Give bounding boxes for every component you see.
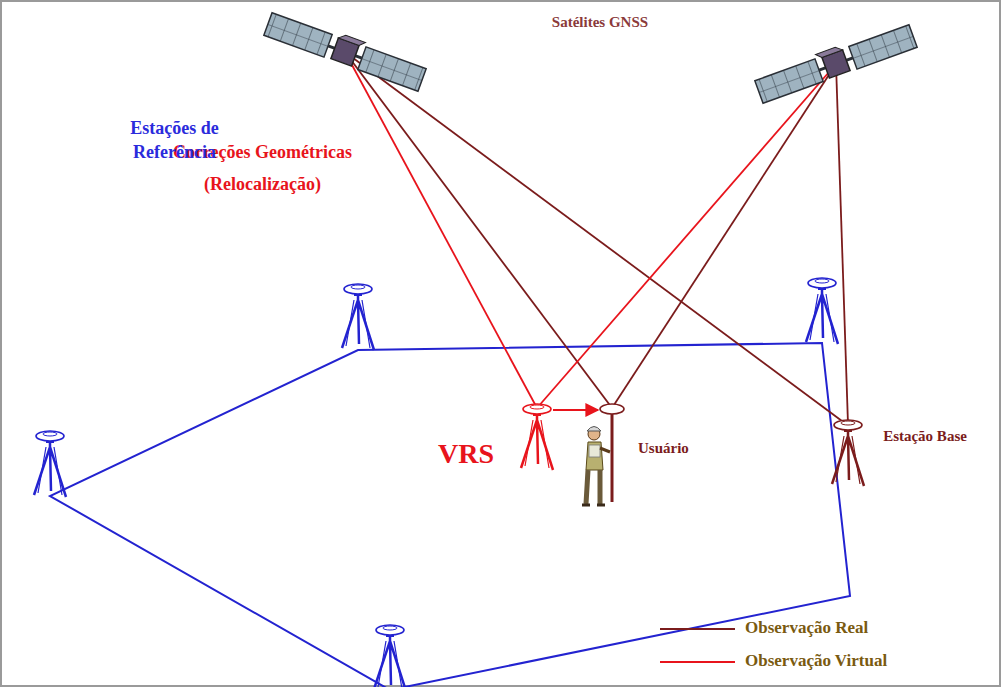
base-station <box>832 420 864 486</box>
legend-line-sample <box>660 628 735 630</box>
legend-entry: Observação Real <box>745 618 868 638</box>
reference-stations-label: Estações de Referência <box>112 116 237 164</box>
real-observation <box>612 64 836 408</box>
reference-station <box>342 284 374 350</box>
virtual-observation <box>345 52 537 408</box>
legend-text: Observação Real <box>745 618 868 637</box>
base-station-label: Estação Base <box>880 426 970 446</box>
real-observation <box>836 64 848 424</box>
user-label: Usuário <box>638 438 728 458</box>
vrs-label: VRS <box>438 438 518 470</box>
reference-station <box>34 431 66 497</box>
real-observation <box>345 52 846 424</box>
legend-line-sample <box>660 661 735 663</box>
observation-rays <box>345 52 848 424</box>
network-outline <box>50 343 850 687</box>
gnss-satellite <box>753 21 917 103</box>
reference-station <box>374 625 406 687</box>
legend-entry: Observação Virtual <box>745 651 887 671</box>
reference-station <box>806 278 838 344</box>
reference-network <box>50 343 850 687</box>
relocation-arrow <box>553 409 598 411</box>
surveyor-figure <box>582 427 610 506</box>
virtual-observation <box>537 64 836 408</box>
virtual-station <box>521 404 553 470</box>
gnss-satellite <box>264 9 428 91</box>
real-observation <box>345 52 612 408</box>
user-rover <box>600 404 624 502</box>
satellites-label: Satélites GNSS <box>490 12 710 32</box>
legend-text: Observação Virtual <box>745 651 887 670</box>
